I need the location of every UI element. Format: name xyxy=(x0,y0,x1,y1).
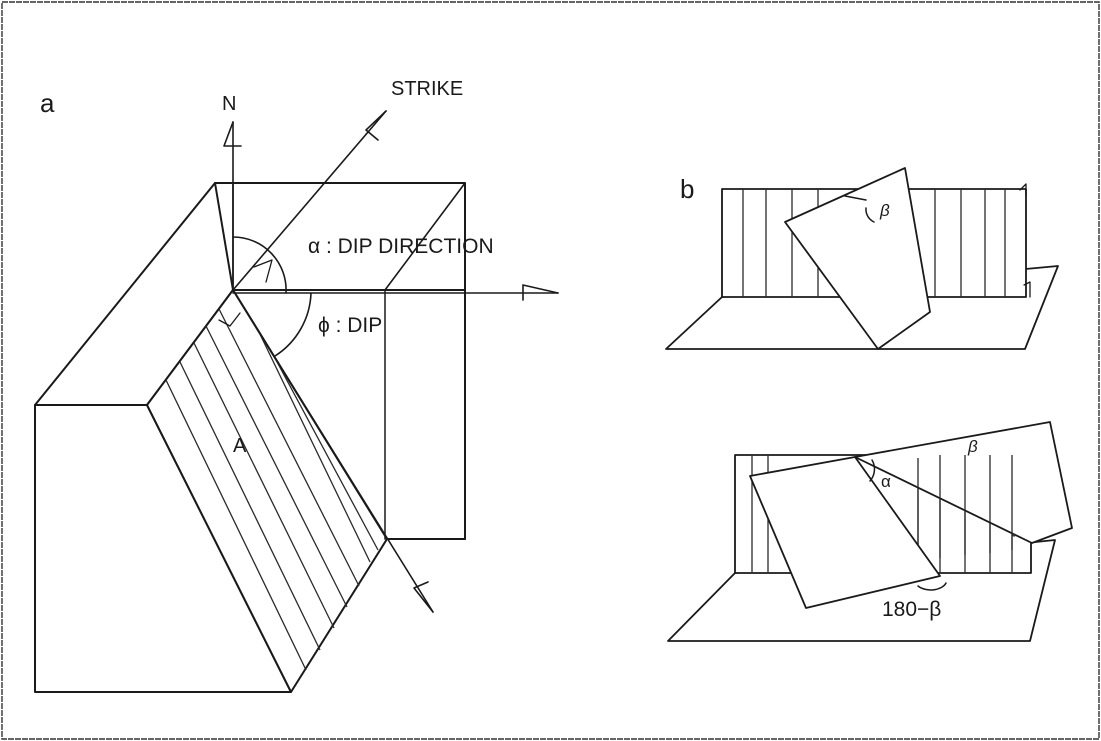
bottom-alpha-arc xyxy=(869,459,876,482)
top-wall-striations xyxy=(742,189,1006,297)
strike-arrow-icon xyxy=(365,110,387,141)
north-arrow-icon xyxy=(223,121,242,147)
bottom-back-striations xyxy=(917,455,1013,560)
east-arrow-icon xyxy=(522,284,559,301)
dip-direction-arrow-icon xyxy=(413,581,434,613)
top-beta-label: β xyxy=(879,201,890,220)
top-ground-mark xyxy=(1023,281,1031,298)
panel-a: a N STRIKE α : DIP DIRECTION ϕ : DIP A xyxy=(34,78,559,693)
top-beta-arc xyxy=(865,207,875,223)
strike-line xyxy=(232,110,387,291)
plane-right-angle xyxy=(218,312,241,327)
top-plane-back-edge xyxy=(844,195,867,201)
north-label: N xyxy=(222,93,236,115)
bottom-inclined-plane xyxy=(749,456,941,609)
phi-arc xyxy=(274,292,312,357)
panel-a-label: a xyxy=(40,88,55,118)
bottom-dot xyxy=(1012,533,1016,537)
dip-label: ϕ : DIP xyxy=(318,314,382,337)
panel-b-label: b xyxy=(680,174,694,204)
origin-right-angle xyxy=(253,259,273,283)
dip-direction-line xyxy=(232,289,434,613)
strike-label: STRIKE xyxy=(391,78,463,100)
alpha-arc xyxy=(232,236,287,294)
dip-direction-label: α : DIP DIRECTION xyxy=(308,235,494,258)
panel-b-bottom: α β 180−β xyxy=(667,421,1073,642)
plane-a-label: A xyxy=(233,435,247,457)
top-right-mark xyxy=(1019,183,1027,196)
top-inclined-plane xyxy=(784,167,931,350)
plane-a-striations xyxy=(165,308,379,671)
bottom-back-plane xyxy=(854,421,1073,544)
panel-b: b β xyxy=(665,167,1073,642)
bottom-alpha-label: α xyxy=(881,472,891,491)
bottom-supplement-arc xyxy=(917,582,947,591)
bottom-beta-label: β xyxy=(967,437,978,456)
panel-b-top: β xyxy=(665,167,1059,350)
block-top-right-diagonal xyxy=(384,182,466,291)
bottom-supplement-label: 180−β xyxy=(882,598,941,621)
